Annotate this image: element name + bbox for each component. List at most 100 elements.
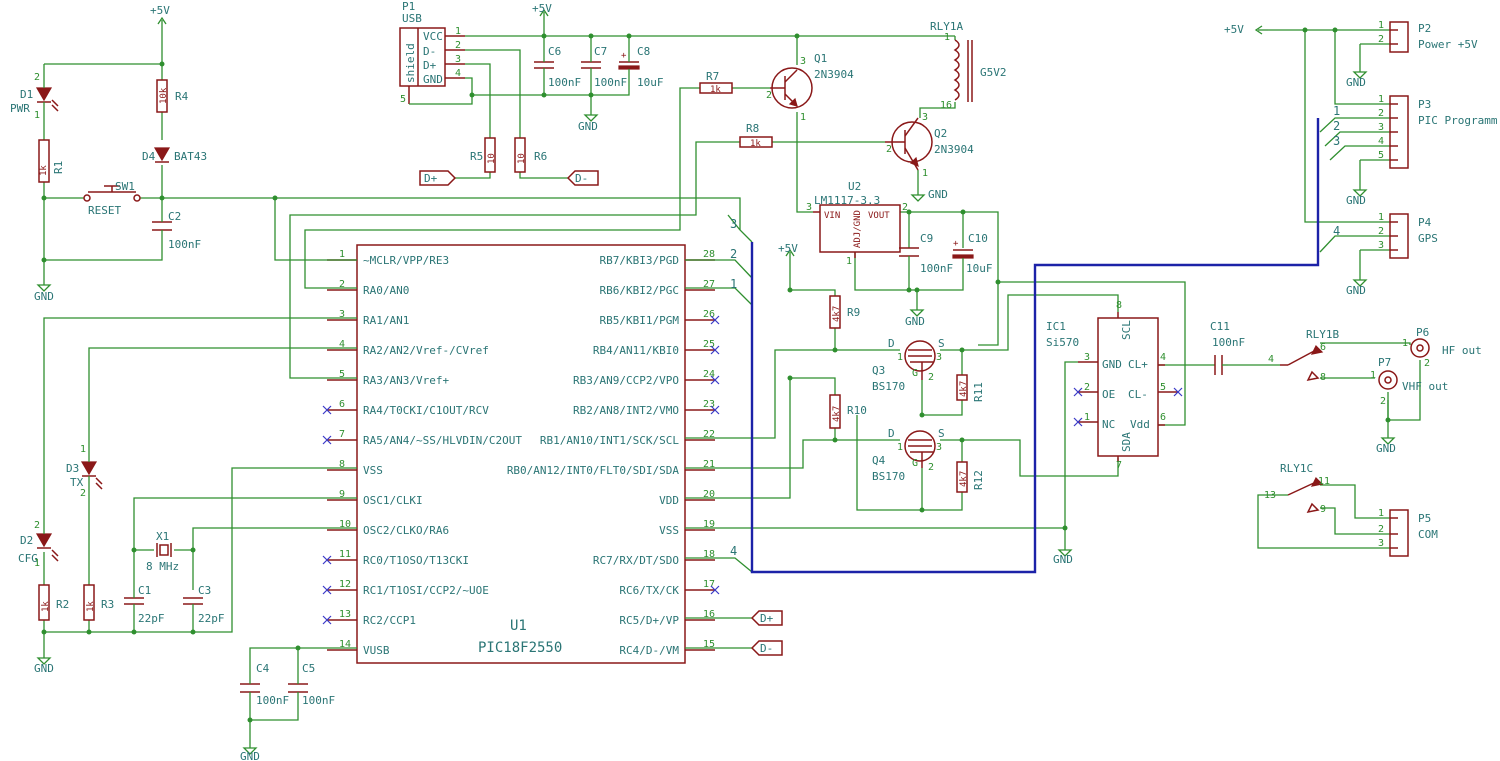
p5-ref: P5 bbox=[1418, 512, 1431, 525]
mcu-pin-2-name: RA0/AN0 bbox=[363, 284, 409, 297]
connector-p7: P7 VHF out 1 2 bbox=[1370, 356, 1448, 407]
q4-s: S bbox=[938, 427, 945, 440]
u2-ref: U2 bbox=[848, 180, 861, 193]
r3-value: 1k bbox=[86, 601, 96, 612]
c2-value: 100nF bbox=[168, 238, 201, 251]
ic1-nc: NC bbox=[1102, 418, 1115, 431]
rly1b-pin-6: 6 bbox=[1320, 342, 1326, 353]
usb-pin-dm-label: D- bbox=[423, 45, 436, 58]
p4-pin-1: 1 bbox=[1378, 212, 1384, 223]
regulator-u2: U2 LM1117-3.3 VIN VOUT ADJ/GND 3 2 1 bbox=[806, 180, 908, 267]
p2-pin-1: 1 bbox=[1378, 20, 1384, 31]
usb-shield-label: shield bbox=[404, 43, 417, 83]
q2-ref: Q2 bbox=[934, 127, 947, 140]
c11-ref: C11 bbox=[1210, 320, 1230, 333]
c11-value: 100nF bbox=[1212, 336, 1245, 349]
flag-dplus-left: D+ bbox=[424, 172, 438, 185]
rly1b-pin-4: 4 bbox=[1268, 354, 1274, 365]
mcu-pin-21-num: 21 bbox=[703, 459, 715, 470]
p2-ref: P2 bbox=[1418, 22, 1431, 35]
mcu-pin-26-num: 26 bbox=[703, 309, 715, 320]
connector-p2: 1 2 P2 Power +5V bbox=[1378, 20, 1478, 53]
q2-value: 2N3904 bbox=[934, 143, 974, 156]
bus-label-2-right: 2 bbox=[1333, 119, 1340, 133]
mcu-pin-13-name: RC2/CCP1 bbox=[363, 614, 416, 627]
mcu-pin-7-name: RA5/AN4/~SS/HLVDIN/C2OUT bbox=[363, 434, 522, 447]
svg-text:2: 2 bbox=[34, 72, 40, 83]
d1-ref: D1 bbox=[20, 88, 33, 101]
ic1-vdd: Vdd bbox=[1130, 418, 1150, 431]
q1-pin-e: 1 bbox=[800, 112, 806, 123]
c1-ref: C1 bbox=[138, 584, 151, 597]
mcu-pin-10-name: OSC2/CLKO/RA6 bbox=[363, 524, 449, 537]
c9-value: 100nF bbox=[920, 262, 953, 275]
r2-ref: R2 bbox=[56, 598, 69, 611]
r6-value: 10 bbox=[517, 153, 527, 164]
q4-d: D bbox=[888, 427, 895, 440]
q1-value: 2N3904 bbox=[814, 68, 854, 81]
c8-ref: C8 bbox=[637, 45, 650, 58]
crystal-x1: X1 8 MHz bbox=[146, 530, 179, 573]
x1-ref: X1 bbox=[156, 530, 169, 543]
mcu-pin-8-num: 8 bbox=[339, 459, 345, 470]
gnd-label-10: GND bbox=[1346, 194, 1366, 207]
mcu-pin-20-num: 20 bbox=[703, 489, 715, 500]
p5-pin-3: 3 bbox=[1378, 538, 1384, 549]
mcu-pin-5-num: 5 bbox=[339, 369, 345, 380]
q1-pin-c: 3 bbox=[800, 56, 806, 67]
resistor-r2 bbox=[38, 584, 50, 621]
usb-pin-4-num: 4 bbox=[455, 68, 461, 79]
q3-pin-1: 1 bbox=[897, 352, 903, 363]
q2-pin-b: 2 bbox=[886, 144, 892, 155]
net-flags: D+ D- D+ D- bbox=[419, 170, 783, 656]
c3-value: 22pF bbox=[198, 612, 225, 625]
c6-ref: C6 bbox=[548, 45, 561, 58]
mcu-pin-13-num: 13 bbox=[339, 609, 351, 620]
p4-value: GPS bbox=[1418, 232, 1438, 245]
transistor-q1: Q1 2N3904 2 3 1 bbox=[766, 52, 854, 123]
p2-pin-2: 2 bbox=[1378, 34, 1384, 45]
mcu-pin-22-name: RB1/AN10/INT1/SCK/SCL bbox=[540, 434, 679, 447]
junctions bbox=[41, 27, 1391, 723]
p7-pin-2: 2 bbox=[1380, 396, 1386, 407]
rly1a-ref: RLY1A bbox=[930, 20, 963, 33]
r6-ref: R6 bbox=[534, 150, 547, 163]
p6-value: HF out bbox=[1442, 344, 1482, 357]
usb-pin-1-num: 1 bbox=[455, 26, 461, 37]
ic1-clm: CL- bbox=[1128, 388, 1148, 401]
ic1-pin-3: 3 bbox=[1084, 352, 1090, 363]
mcu-pin-4-name: RA2/AN2/Vref-/CVref bbox=[363, 344, 489, 357]
rly1b-pin-8: 8 bbox=[1320, 372, 1326, 383]
mcu-pin-18-name: RC7/RX/DT/SDO bbox=[593, 554, 679, 567]
mcu-pin-5-name: RA3/AN3/Vref+ bbox=[363, 374, 449, 387]
r11-value: 4k7 bbox=[959, 381, 969, 397]
c10-ref: C10 bbox=[968, 232, 988, 245]
mcu-pin-23-num: 23 bbox=[703, 399, 715, 410]
gnd-label-9: GND bbox=[1346, 76, 1366, 89]
mcu-pin-22-num: 22 bbox=[703, 429, 715, 440]
resistor-r1 bbox=[38, 139, 50, 183]
ic1-oe: OE bbox=[1102, 388, 1115, 401]
relay: RLY1A G5V2 1 16 RLY1B 4 6 8 RLY1C 13 11 … bbox=[930, 20, 1339, 515]
vcc-label-r4: +5V bbox=[150, 4, 170, 17]
q2-pin-e: 1 bbox=[922, 168, 928, 179]
q3-pin-2: 2 bbox=[928, 372, 934, 383]
rly1b-ref: RLY1B bbox=[1306, 328, 1339, 341]
si570-ic1: IC1 Si570 GND OE NC CL+ CL- Vdd SCL SDA … bbox=[1046, 300, 1183, 471]
rly1c-ref: RLY1C bbox=[1280, 462, 1313, 475]
r10-value: 4k7 bbox=[832, 406, 842, 422]
mcu-pin-27-num: 27 bbox=[703, 279, 715, 290]
r12-ref: R12 bbox=[972, 470, 985, 490]
mcu-pin-12-num: 12 bbox=[339, 579, 351, 590]
usb-value: USB bbox=[402, 12, 422, 25]
mcu-pin-21-name: RB0/AN12/INT0/FLT0/SDI/SDA bbox=[507, 464, 680, 477]
mcu-pin-6-name: RA4/T0CKI/C1OUT/RCV bbox=[363, 404, 489, 417]
resistor-r3 bbox=[83, 584, 95, 621]
diodes: D1 PWR 21 D4 BAT43 D3 TX 12 D2 CFG 21 bbox=[10, 72, 207, 569]
r1-value: 1k bbox=[39, 165, 49, 176]
mcu-pin-4-num: 4 bbox=[339, 339, 345, 350]
mcu-pin-3-name: RA1/AN1 bbox=[363, 314, 409, 327]
u2-vin: VIN bbox=[824, 211, 840, 221]
